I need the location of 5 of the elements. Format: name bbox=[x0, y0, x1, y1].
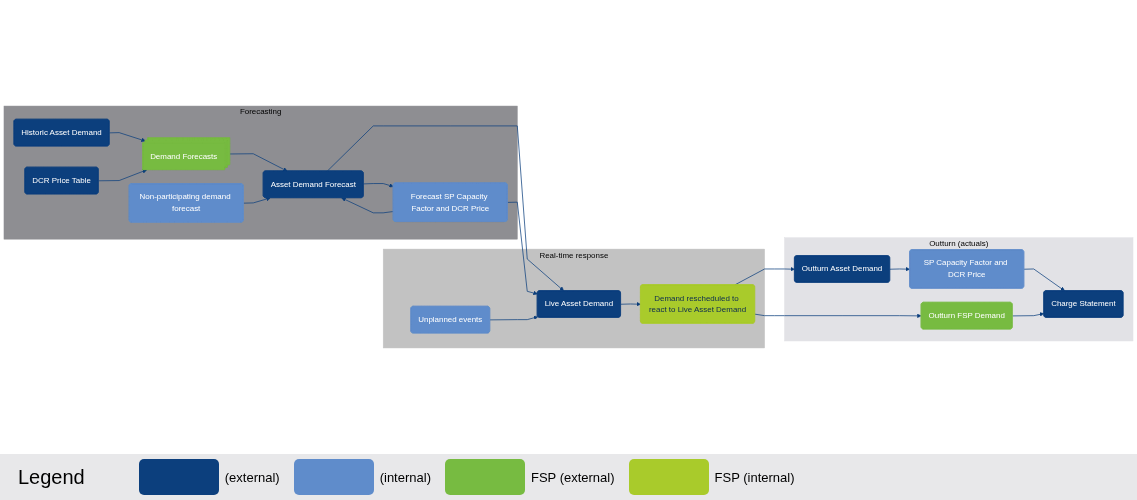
legend-label: (external) bbox=[224, 469, 280, 485]
legend-label: FSP (internal) bbox=[714, 469, 795, 485]
legend-title: Legend bbox=[18, 465, 85, 489]
legend-label: FSP (external) bbox=[530, 469, 615, 485]
legend-label: (internal) bbox=[379, 469, 431, 485]
